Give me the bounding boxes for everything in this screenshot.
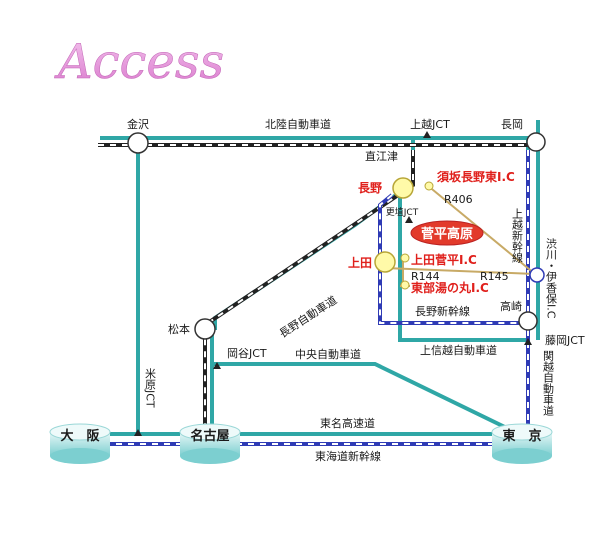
joetsu-jct-icon (423, 131, 431, 138)
nagano-expressway-label: 長野自動車道 (276, 293, 339, 341)
joetsu-shinkansen-label: 上越新幹線 (511, 208, 524, 263)
joshinetsu-label: 上信越自動車道 (420, 343, 497, 357)
nagoya-label: 名古屋 (190, 428, 229, 444)
nagano-shinkansen-label: 長野新幹線 (415, 304, 470, 318)
chuo-expressway (212, 362, 516, 434)
shibukawa-ic-label: 渋川・伊香保I.C (545, 238, 558, 319)
nagano-node (392, 177, 414, 199)
terminal-osaka: 大 阪 (49, 423, 111, 464)
tokaido-shinkansen-label: 東海道新幹線 (315, 449, 381, 463)
r144-label: R144 (411, 270, 440, 283)
nagaoka-label: 長岡 (501, 118, 523, 131)
fujioka-jct-icon (524, 338, 532, 345)
matsumoto-label: 松本 (168, 322, 190, 336)
sugadaira-ic-node (400, 253, 410, 263)
joetsu-jct-label: 上越JCT (410, 117, 450, 131)
nagano-label: 長野 (358, 180, 382, 195)
suzaka-ic-node (424, 181, 434, 191)
okaya-jct-icon (213, 362, 221, 369)
ueda-label: 上田 (348, 255, 372, 270)
takasaki-label: 高崎 (500, 299, 522, 313)
destination-label: 菅平高原 (421, 226, 473, 242)
tokyo-label: 東 京 (502, 428, 541, 444)
maibara-jct-label: 米原JCT (144, 368, 157, 408)
r406-label: R406 (444, 193, 473, 206)
page-title: Access (54, 34, 224, 90)
naoetsu-label: 直江津 (365, 149, 398, 163)
hokuriku-label: 北陸自動車道 (265, 117, 331, 131)
okaya-jct-label: 岡谷JCT (227, 347, 267, 360)
terminal-tokyo: 東 京 (491, 423, 553, 464)
chuo-label: 中央自動車道 (295, 347, 361, 361)
suzaka-ic-label: 須坂長野東I.C (436, 169, 515, 184)
osaka-label: 大 阪 (60, 428, 100, 444)
ueda-node (374, 251, 396, 273)
yunomaru-ic-node (400, 280, 410, 290)
takasaki-node (518, 311, 538, 331)
koshoku-jct-icon (405, 216, 413, 223)
yunomaru-ic-label: 東部湯の丸I.C (411, 280, 489, 295)
koshoku-jct-label: 更埴JCT (386, 206, 419, 218)
jct-markers (134, 131, 532, 436)
sugadaira-ic-label: 上田菅平I.C (411, 252, 477, 267)
joshinetsu-expressway (398, 192, 528, 342)
matsumoto-node (194, 318, 216, 340)
tomei-label: 東名高速道 (320, 416, 375, 430)
town-nodes (127, 132, 546, 340)
shibukawa-node (529, 267, 545, 283)
kanazawa-label: 金沢 (127, 117, 149, 131)
r145-label: R145 (480, 270, 509, 283)
nagaoka-node (526, 132, 546, 152)
kanazawa-node (127, 132, 149, 154)
r144-r145-road (384, 267, 536, 275)
destination-sugadaira: 菅平高原 (410, 220, 484, 246)
maibara-jct-icon (134, 429, 142, 436)
kanetsu-label: 関越自動車道 (542, 350, 555, 416)
fujioka-jct-label: 藤岡JCT (545, 334, 585, 347)
conventional-rail-layer (98, 143, 536, 432)
terminal-nagoya: 名古屋 (179, 423, 241, 464)
